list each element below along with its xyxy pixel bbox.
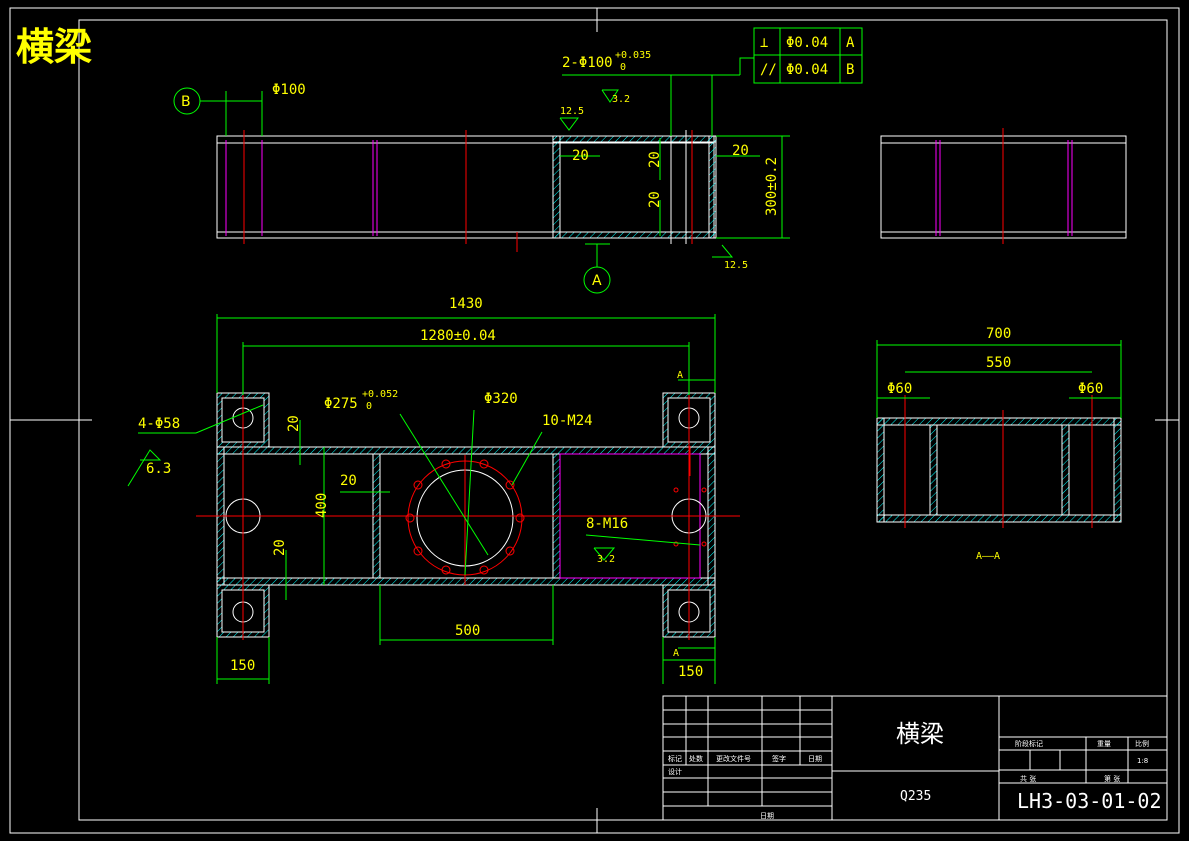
tb-h-scale: 比例 [1135,739,1149,748]
dim-1280: 1280±0.04 [420,328,496,344]
dim-500: 500 [455,623,480,639]
tb-h-stage: 阶段标记 [1015,739,1043,748]
tb-h-sheets: 共 张 [1020,774,1036,783]
note-dia275-tol-lower: 0 [366,401,372,412]
tol-row1-symbol: ⊥ [760,35,768,51]
dim-dia60-right: Φ60 [1078,381,1103,397]
note-bores-tol-lower: 0 [620,62,626,73]
tb-h-design: 设计 [668,767,682,776]
rough-32-front: 3.2 [597,554,615,565]
dim-150-right: 150 [678,664,703,680]
dim-dia60-left: Φ60 [887,381,912,397]
tb-h-date: 日期 [808,755,822,763]
dim-550: 550 [986,355,1011,371]
title-block [662,695,1168,821]
tb-h-doc: 更改文件号 [716,754,751,763]
dim-1430: 1430 [449,296,483,312]
dim-t20-left: 20 [572,148,589,164]
note-m24: 10-M24 [542,413,593,429]
rough-125-top: 12.5 [560,106,584,117]
rough-32-top: 3.2 [612,94,630,105]
dim-t20-a: 20 [286,415,302,432]
tb-h-mark: 标记 [668,754,682,763]
tb-part-name: 横梁 [896,720,944,748]
note-4-holes: 4-Φ58 [138,416,180,432]
dim-dia100: Φ100 [272,82,306,98]
note-dia320: Φ320 [484,391,518,407]
datum-a-label: A [592,273,602,289]
dim-height-300: 300±0.2 [764,157,780,216]
dim-t20-c: 20 [272,539,288,556]
drawing-title-corner: 横梁 [16,25,92,69]
tol-row2-symbol: // [760,62,777,78]
tol-row2-datum: B [846,62,854,78]
tol-row2-value: Φ0.04 [786,62,828,78]
dim-700: 700 [986,326,1011,342]
tol-row1-value: Φ0.04 [786,35,828,51]
rough-125-bottom: 12.5 [724,260,748,271]
note-m16: 8-M16 [586,516,628,532]
note-bores-tol-upper: +0.035 [615,50,651,61]
dim-150-left: 150 [230,658,255,674]
note-bores: 2-Φ100 [562,55,613,71]
note-dia275: Φ275 [324,396,358,412]
tb-material: Q235 [900,789,931,804]
side-view [880,128,1127,244]
centering-marks [10,8,1179,833]
tb-drawing-number: LH3-03-01-02 [1017,789,1162,813]
section-view: 700 550 Φ60 Φ60 A——A [876,326,1122,562]
dim-t20-b: 20 [340,473,357,489]
tb-h-count: 处数 [689,754,703,763]
tb-scale-value: 1:8 [1137,757,1148,765]
geometric-tolerance-frame: ⊥ Φ0.04 A // Φ0.04 B [739,27,863,84]
dim-t20-right: 20 [732,143,749,159]
dim-t20-mid-bottom: 20 [647,191,663,208]
dim-400: 400 [314,493,330,518]
section-label: A——A [976,551,1000,562]
section-mark-a-bottom: A [673,648,679,659]
front-view: 1430 1280±0.04 A A 4-Φ58 6.3 Φ275 +0.052… [127,296,740,684]
tb-h-date2: 日期 [760,812,774,820]
tb-h-sheet: 第 张 [1104,774,1120,783]
section-mark-a-top: A [677,370,683,381]
top-view: B Φ100 A 2-Φ100 +0.035 0 3.2 12.5 12.5 2… [173,50,790,294]
rough-63: 6.3 [146,461,171,477]
note-dia275-tol-upper: +0.052 [362,389,398,400]
dim-t20-mid-top: 20 [647,151,663,168]
tb-h-sign: 签字 [772,754,786,763]
tol-row1-datum: A [846,35,855,51]
tb-h-weight: 重量 [1097,740,1111,748]
datum-b-label: B [181,94,191,110]
